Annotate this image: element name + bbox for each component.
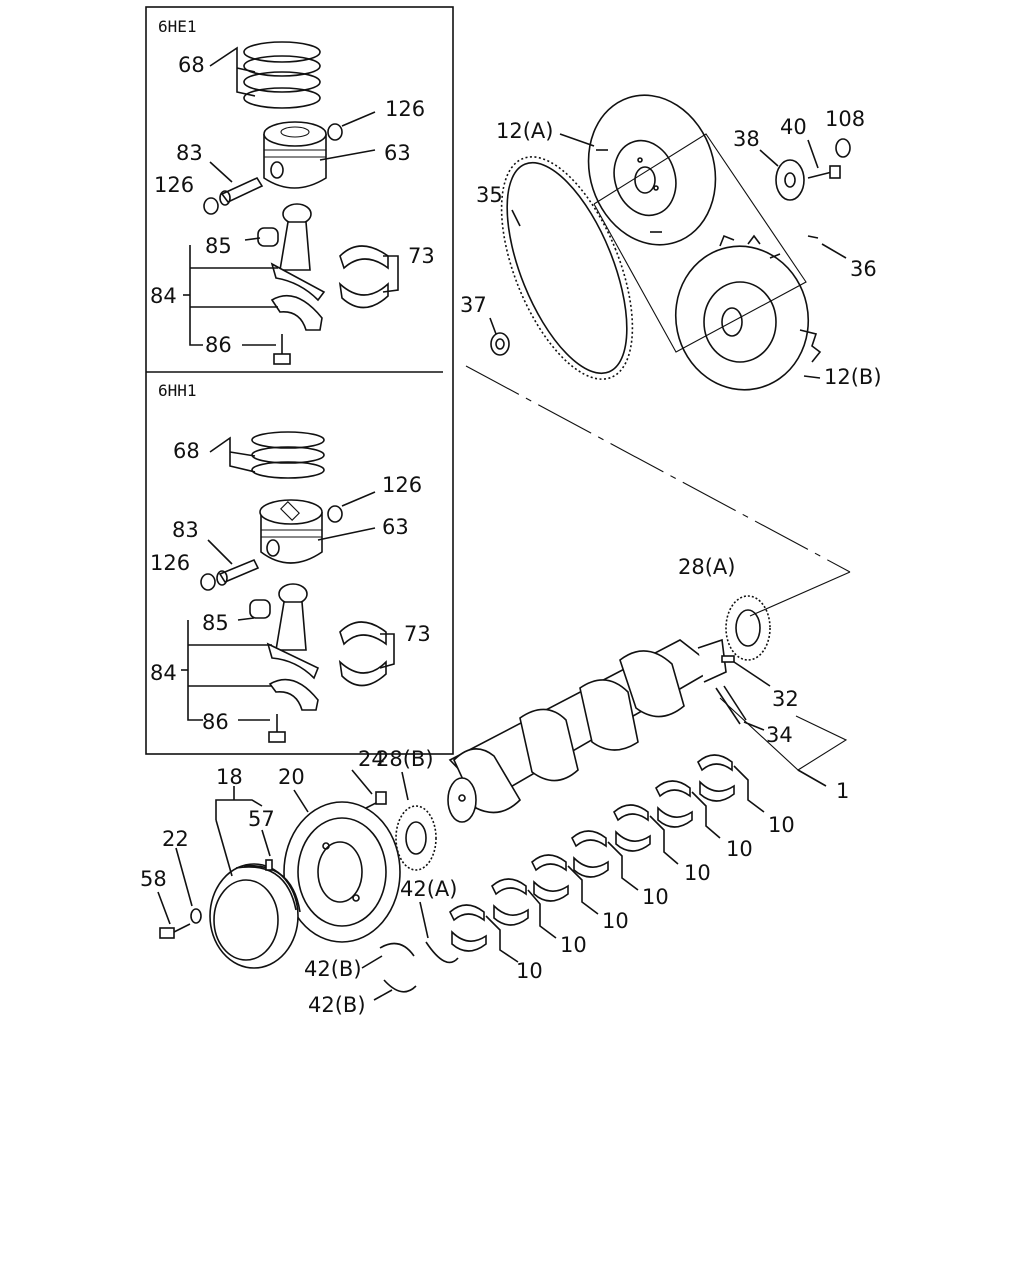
- callout-22: 22: [162, 827, 189, 851]
- bearing-shells-top: [338, 245, 399, 309]
- callout-bottom-63: 63: [382, 515, 409, 539]
- callout-40: 40: [780, 115, 807, 139]
- callout-35: 35: [476, 183, 503, 207]
- callout-57: 57: [248, 807, 275, 831]
- callout-42a: 42(A): [400, 877, 457, 901]
- callout-28b: 28(B): [376, 747, 434, 771]
- callout-top-63: 63: [384, 141, 411, 165]
- callout-top-83: 83: [176, 141, 203, 165]
- ring-gear: [500, 156, 634, 380]
- damper-18: [209, 786, 301, 969]
- conrod-bottom: [249, 583, 320, 711]
- main-bearing-pair: [491, 878, 557, 939]
- piston-top: [263, 121, 376, 189]
- flywheel-a: [587, 94, 717, 246]
- callout-bottom-68: 68: [173, 439, 200, 463]
- callout-1: 1: [836, 779, 849, 803]
- callout-bottom-83: 83: [172, 518, 199, 542]
- main-bearing-pair: [613, 804, 679, 865]
- thrust-washer-42a: [419, 901, 459, 964]
- crankshaft: [447, 638, 727, 823]
- circlip-left-bottom: [200, 573, 216, 591]
- leader-lines-bottom: [181, 617, 272, 721]
- thrust-washer-42b: [361, 942, 417, 1001]
- pilot-bearing: [489, 317, 510, 356]
- key-57: [261, 829, 273, 871]
- conrod-bolt-bottom: [268, 714, 286, 743]
- circlip-left-top: [203, 197, 219, 215]
- variant-label-6he1: 6HE1: [158, 17, 197, 36]
- callout-bottom-85: 85: [202, 611, 229, 635]
- bearing-shells-bottom: [338, 621, 395, 687]
- callout-10-7: 10: [768, 813, 795, 837]
- callout-top-85: 85: [205, 234, 232, 258]
- conrod-top: [257, 203, 326, 331]
- piston-pin-bottom: [207, 539, 260, 586]
- seal-108: [835, 138, 851, 158]
- callout-10-2: 10: [560, 933, 587, 957]
- callout-42b-1: 42(B): [304, 957, 362, 981]
- callout-10-1: 10: [516, 959, 543, 983]
- circlip-top: [327, 111, 376, 141]
- callout-top-84: 84: [150, 284, 177, 308]
- callout-top-73: 73: [408, 244, 435, 268]
- washer-22: [175, 847, 202, 924]
- piston-bottom: [259, 499, 376, 564]
- variant-label-6hh1: 6HH1: [158, 381, 197, 400]
- circlip-bottom: [327, 491, 376, 523]
- callout-top-126-left: 126: [154, 173, 194, 197]
- main-bearing-pair: [449, 904, 519, 963]
- callout-42b-2: 42(B): [308, 993, 366, 1017]
- callout-37: 37: [460, 293, 487, 317]
- crank-gear-28a: [725, 595, 771, 661]
- dowel-36: [807, 235, 847, 259]
- flywheel-b: [674, 234, 822, 391]
- callout-12a: 12(A): [496, 119, 553, 143]
- callout-bottom-73: 73: [404, 622, 431, 646]
- front-gear-28b: [395, 771, 437, 871]
- callout-34: 34: [766, 723, 793, 747]
- callout-38: 38: [733, 127, 760, 151]
- flywheel-leaders: [465, 133, 851, 617]
- main-bearing-pair: [655, 780, 721, 839]
- callout-top-68: 68: [178, 53, 205, 77]
- callout-36: 36: [850, 257, 877, 281]
- callout-108: 108: [825, 107, 865, 131]
- callout-20: 20: [278, 765, 305, 789]
- crank-pin-34: [715, 685, 848, 787]
- flywheel-plate: [759, 149, 805, 201]
- callout-top-86: 86: [205, 333, 232, 357]
- flywheel-bolt: [807, 139, 841, 179]
- callout-18: 18: [216, 765, 243, 789]
- front-bolt-24: [351, 769, 387, 809]
- crank-key-32: [721, 655, 771, 687]
- callout-top-126: 126: [385, 97, 425, 121]
- callout-58: 58: [140, 867, 167, 891]
- callout-bottom-84: 84: [150, 661, 177, 685]
- callout-bottom-126-left: 126: [150, 551, 190, 575]
- bolt-58: [157, 891, 191, 939]
- callout-10-6: 10: [726, 837, 753, 861]
- main-bearing-shells: [449, 754, 765, 963]
- callout-10-4: 10: [642, 885, 669, 909]
- callout-10-5: 10: [684, 861, 711, 885]
- callout-bottom-126: 126: [382, 473, 422, 497]
- callout-28a: 28(A): [678, 555, 735, 579]
- piston-rings-top: [209, 41, 321, 109]
- pulley-20: [283, 789, 401, 943]
- main-bearing-pair: [571, 830, 639, 891]
- callout-24: 24: [358, 747, 385, 771]
- piston-pin-top: [209, 161, 264, 206]
- callout-12b: 12(B): [824, 365, 882, 389]
- leader-lines-top: [183, 237, 278, 346]
- main-bearing-pair: [697, 754, 765, 813]
- conrod-bolt-top: [273, 334, 291, 365]
- callout-32: 32: [772, 687, 799, 711]
- callout-10-3: 10: [602, 909, 629, 933]
- main-bearing-pair: [531, 854, 599, 915]
- piston-rings-bottom: [209, 431, 325, 479]
- callout-bottom-86: 86: [202, 710, 229, 734]
- variant-box: [145, 6, 454, 755]
